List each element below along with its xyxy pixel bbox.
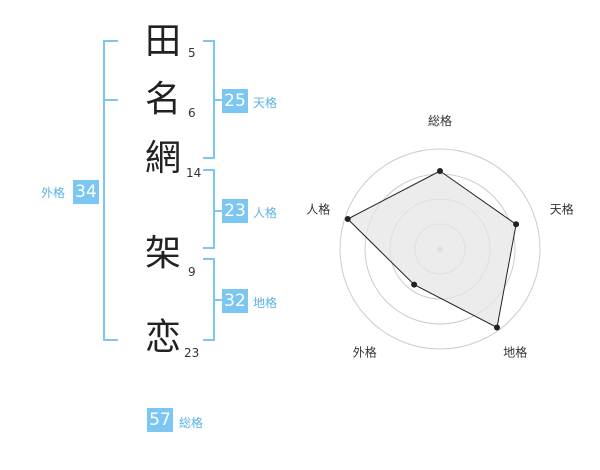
surname-strokes-1: 5 xyxy=(188,46,196,60)
radar-point-2 xyxy=(494,324,501,331)
surname-strokes-3: 14 xyxy=(186,166,202,180)
radar-point-3 xyxy=(411,281,418,288)
gaikaku-label: 外格 xyxy=(41,186,66,200)
soukaku-label: 総格 xyxy=(179,416,204,430)
radar-point-0 xyxy=(437,168,443,174)
tenkaku-value: 25 xyxy=(222,89,248,113)
surname-char-2: 名 xyxy=(144,79,181,120)
given-char-2: 恋 xyxy=(144,317,181,358)
radar-point-4 xyxy=(344,216,351,223)
surname-char-1: 田 xyxy=(144,21,181,62)
chikaku-label: 地格 xyxy=(253,296,278,310)
given-strokes-2: 23 xyxy=(184,346,200,360)
radar-area xyxy=(346,170,517,329)
surname-char-3: 網 xyxy=(144,138,181,179)
jinkaku-bracket xyxy=(203,169,215,249)
chikaku-value: 32 xyxy=(222,289,248,313)
radar-axis-label-1: 天格 xyxy=(550,201,574,216)
radar-point-1 xyxy=(513,221,520,228)
surname-strokes-2: 6 xyxy=(188,106,196,120)
tenkaku-label: 天格 xyxy=(253,96,278,110)
jinkaku-value: 23 xyxy=(222,199,248,223)
radar-axis-label-0: 総格 xyxy=(428,113,452,128)
given-char-1: 架 xyxy=(144,233,181,274)
radar-axis-label-3: 外格 xyxy=(353,345,377,360)
gaikaku-value: 34 xyxy=(73,180,99,204)
given-strokes-1: 9 xyxy=(188,265,196,279)
jinkaku-label: 人格 xyxy=(253,206,278,220)
soukaku-value: 57 xyxy=(147,408,173,432)
radar-axis-label-4: 人格 xyxy=(306,201,330,216)
gaikaku-bracket xyxy=(103,40,118,341)
radar-axis-label-2: 地格 xyxy=(503,345,527,360)
